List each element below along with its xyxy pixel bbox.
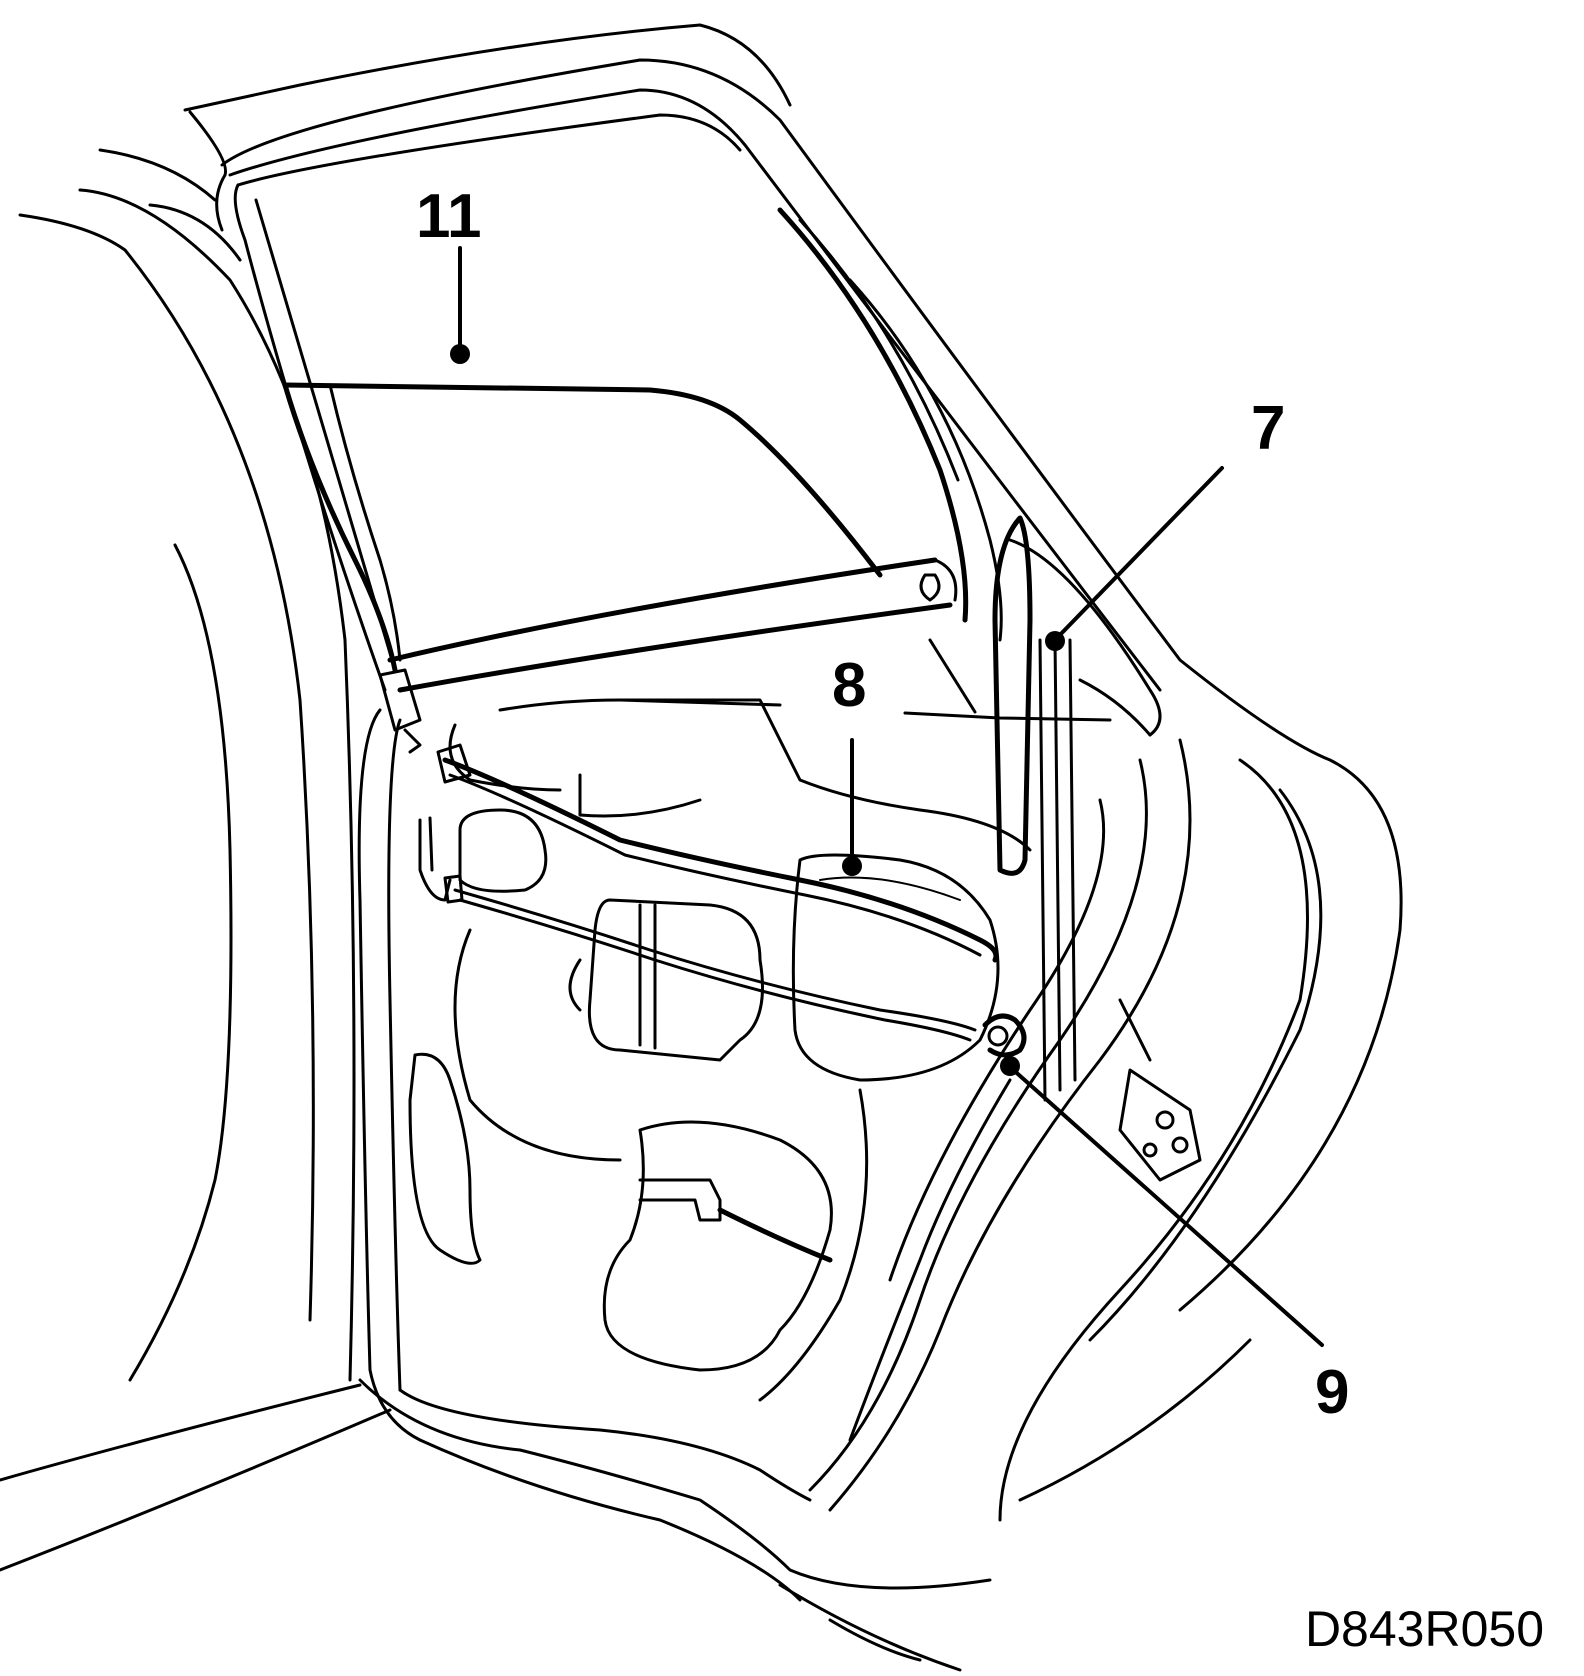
lower-center-cutout [602,1120,833,1372]
door-sill [778,1583,962,1672]
rod-clip [443,874,464,904]
channel-strip-3 [1053,638,1062,1092]
glass-lower-rail-2 [397,602,953,693]
door-rear-edge-4 [848,1078,1012,1442]
carrier-upper-2 [578,773,702,818]
body-c-pillar [998,758,1309,1522]
window-glass-left [282,382,398,673]
upper-cutout [458,808,548,893]
glass-run-left [777,207,969,623]
carrier-plate [498,698,1032,852]
motor-housing-inner [819,876,961,901]
glass-lower-rail-clip [919,573,941,602]
glass-lower-rail [387,557,938,663]
leader-9 [1008,1065,1324,1347]
door-inner-panel-curve-2 [758,1088,869,1402]
rear-glass-channel-inner [1008,538,1162,737]
glass-fastener-hole [987,1025,1009,1047]
rod-hook [418,818,452,902]
leader-11-dot [450,344,470,364]
regulator-rod-2 [453,888,977,1032]
door-bottom-inner-2 [398,1388,812,1502]
body-arch [128,543,233,1382]
reference-code: D843R050 [1304,1601,1544,1657]
rail-to-channel [928,638,977,714]
door-rear-edge-2 [808,758,1148,1492]
carrier-upper [448,723,562,792]
glass-fastener [982,1013,1027,1058]
door-frame-top [220,58,1403,1312]
body-sweep-3 [18,213,315,1322]
glass-lower-rail-end [933,558,958,602]
body-lower-left-2 [0,1408,392,1572]
door-inner-panel-curve [453,928,622,1162]
door-frame-outer [188,110,228,232]
door-inner-left-2 [387,718,402,1392]
door-bottom-edge [358,1378,992,1590]
door-bottom-edge-inner [418,1438,802,1602]
glass-run-left-2 [798,218,960,482]
left-bracket-tab [403,728,422,754]
regulator-rod-2b [458,898,972,1042]
latch-hole-3 [1142,1142,1158,1158]
latch-hole-1 [1155,1110,1175,1130]
leader-7-dot [1045,631,1065,651]
window-opening-left [233,183,387,692]
door-sill-2 [828,1618,922,1662]
door-rear-edge-3 [888,798,1106,1282]
window-glass-top [282,382,883,578]
rear-glass-channel-outer [992,515,1033,876]
lower-center-tab [638,1178,722,1222]
lower-left-cutout [408,1052,482,1265]
rod-hook-2 [428,816,434,872]
door-rear-edge [828,738,1192,1512]
leader-9-dot [1000,1056,1020,1076]
body-sweep-4 [148,203,242,262]
callout-9: 9 [1315,1358,1350,1427]
regulator-module [587,898,764,1062]
body-rear-lower [1018,1338,1252,1502]
rail-extension-2 [903,711,1112,722]
window-glass-left-inner [328,383,402,662]
leader-7 [1053,466,1224,642]
window-opening-top [236,113,742,187]
leader-8-dot [842,856,862,876]
motor-housing [791,853,1000,1082]
channel-strip-2 [1068,638,1077,1082]
cable-bracket [436,743,472,784]
body-sweep-1 [98,148,217,202]
body-sweep-2 [78,188,356,1382]
body-roof-edge [183,23,792,112]
body-c-pillar-2 [1088,788,1323,1342]
door-inner-left [357,708,422,1442]
glass-run-right [848,278,1003,642]
body-lower-left [0,1383,362,1482]
callout-8: 8 [832,651,867,720]
latch-line [1118,998,1152,1062]
door-frame-inner-top [228,88,1162,692]
latch-hole-2 [1171,1136,1189,1154]
regulator-cable-1 [442,757,999,963]
regulator-module-left [568,958,582,1012]
callout-7: 7 [1251,394,1286,463]
left-bracket [378,668,422,732]
regulator-cable-1b [448,773,982,957]
channel-strip-1 [1038,638,1047,1102]
latch-bracket [1118,1068,1202,1182]
callout-11: 11 [416,182,482,251]
lower-rod [717,1207,833,1263]
